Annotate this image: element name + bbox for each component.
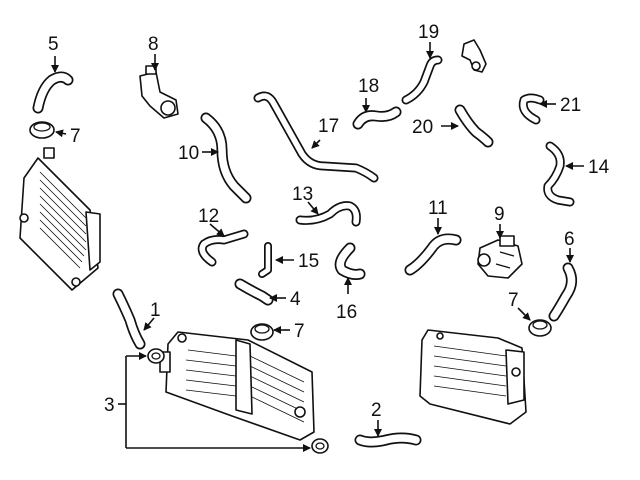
callout-15: 15 [298,251,319,272]
hose-20 [454,104,494,148]
clamp-3-upper [147,348,165,364]
hose-1 [112,288,146,350]
clamp-3-lower [311,438,329,454]
hose-13 [295,201,361,227]
callout-7-right: 7 [508,290,519,311]
callout-9: 9 [494,204,505,225]
hose-10 [200,112,252,204]
thermostat-housing-8 [139,65,179,119]
callout-8: 8 [148,34,159,55]
callout-19: 19 [418,22,439,43]
callout-10: 10 [178,143,199,164]
callout-12: 12 [198,206,219,227]
valve-9 [477,235,523,279]
callout-1: 1 [150,300,161,321]
hose-17 [253,91,379,183]
callout-labels: 5 7 8 10 17 18 19 20 21 14 13 12 11 9 6 … [48,22,610,421]
callout-3: 3 [104,395,115,416]
callout-5: 5 [48,34,59,55]
bracket-19 [461,39,487,73]
hose-12 [197,229,249,267]
hose-6 [548,262,577,322]
callout-4: 4 [290,289,301,310]
radiator-upper-left [19,147,101,291]
callout-7-top-left: 7 [70,126,81,147]
leader-lines [51,42,584,452]
hose-16 [334,242,366,280]
callout-17: 17 [318,116,339,137]
callout-2: 2 [371,400,382,421]
radiator-lower-center [159,331,315,441]
radiator-lower-right [419,329,527,425]
hose-14 [543,141,575,207]
hose-21 [518,93,545,125]
hose-11 [404,233,462,276]
callout-14: 14 [588,157,610,178]
callout-13: 13 [292,184,313,205]
callout-20: 20 [412,117,433,138]
callout-18: 18 [358,76,379,97]
hose-15 [258,242,272,278]
hose-2 [354,432,422,448]
callout-16: 16 [336,302,357,323]
callout-6: 6 [564,229,575,250]
callout-21: 21 [560,95,581,116]
callout-7-center: 7 [294,321,305,342]
cap-7-center [250,323,274,341]
cap-7-right [528,319,552,337]
hose-18 [352,106,402,130]
callout-11: 11 [428,198,448,219]
hose-5 [32,71,74,114]
hose-19 [401,55,443,105]
cap-7-top-left [29,121,55,139]
hose-4 [234,278,274,306]
